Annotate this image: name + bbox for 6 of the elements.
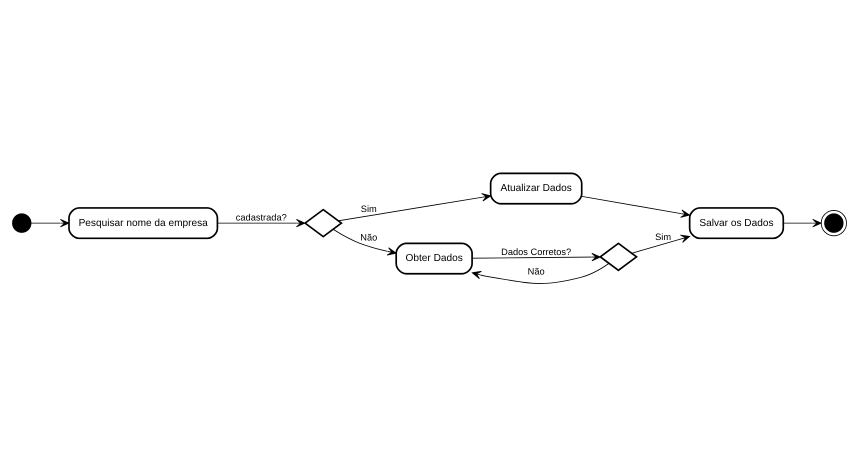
edge-label: Sim	[360, 203, 377, 214]
edge-label: Não	[360, 232, 378, 242]
edge-label: Dados Corretos?	[501, 246, 572, 257]
edge-label: cadastrada?	[236, 212, 287, 222]
edge-label: Não	[528, 266, 545, 276]
edge-label: Sim	[655, 231, 672, 242]
